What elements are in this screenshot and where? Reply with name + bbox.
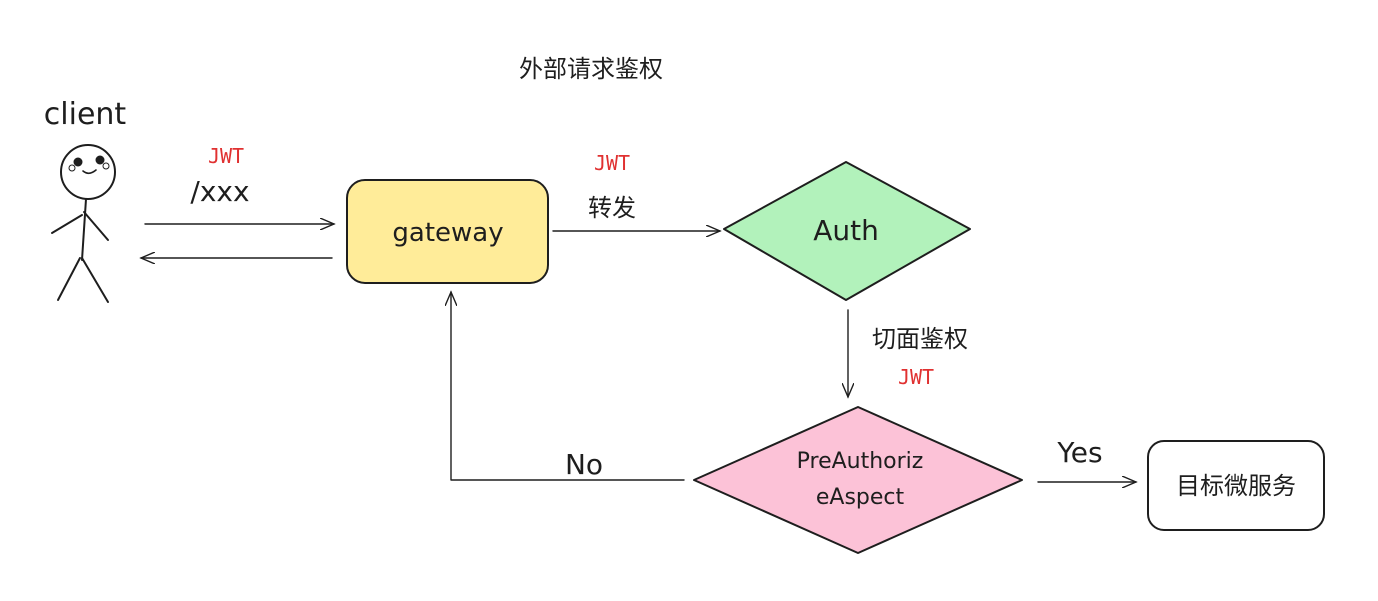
request-path-label: /xxx [190, 175, 249, 208]
aspect-node [693, 406, 1023, 554]
auth-node [723, 161, 971, 301]
auth-label: Auth [813, 214, 879, 247]
forward-token-label: JWT [594, 151, 630, 175]
aspect-label-line2: eAspect [816, 485, 905, 510]
aspect-check-label: 切面鉴权 [872, 325, 968, 353]
forward-label: 转发 [588, 194, 636, 222]
target-service-node [1147, 440, 1325, 531]
aspect-label-line1: PreAuthoriz [797, 449, 924, 474]
no-arrow [451, 292, 685, 481]
target-service-label: 目标微服务 [1176, 472, 1296, 500]
client-label: client [44, 97, 127, 132]
request-token-label: JWT [208, 144, 244, 168]
yes-label: Yes [1056, 436, 1102, 469]
gateway-node [346, 179, 549, 284]
stick-figure-icon [51, 144, 116, 303]
gateway-label: gateway [392, 218, 503, 248]
no-label: No [565, 448, 603, 481]
aspect-token-label: JWT [898, 365, 934, 389]
diagram-title: 外部请求鉴权 [519, 55, 663, 83]
